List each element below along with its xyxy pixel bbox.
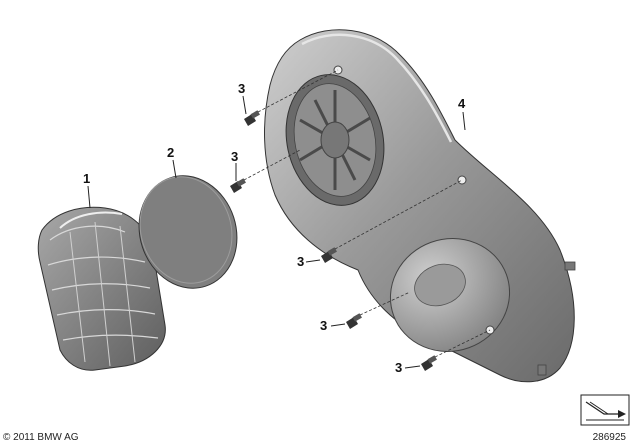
view-direction-arrow-icon [580, 394, 630, 426]
leader-line-1 [87, 185, 91, 209]
callout-4: 4 [458, 96, 466, 111]
part-1-air-duct [37, 206, 166, 371]
bolt-3e [421, 329, 491, 371]
leader-line-3e [404, 365, 421, 369]
part-4-side-cover [264, 29, 576, 383]
bolt-3d [346, 291, 411, 329]
callout-3b: 3 [231, 149, 238, 164]
part-2-gasket-disc [138, 175, 238, 289]
diagram-number: 286925 [592, 432, 626, 443]
callout-3e: 3 [395, 360, 402, 375]
callout-3c: 3 [297, 254, 304, 269]
leader-line-3c [305, 259, 321, 263]
leader-line-3a [242, 95, 247, 115]
copyright-notice: © 2011 BMW AG [3, 432, 79, 443]
bolt-3b [230, 149, 301, 193]
callout-1: 1 [83, 171, 90, 186]
bolt-3c [321, 179, 463, 263]
callout-3a: 3 [238, 81, 245, 96]
leader-line-4 [462, 111, 466, 131]
bolt-3a [244, 69, 339, 126]
callout-3d: 3 [320, 318, 327, 333]
callout-2: 2 [167, 145, 174, 160]
leader-line-2 [172, 159, 177, 179]
leader-line-3d [330, 323, 346, 327]
